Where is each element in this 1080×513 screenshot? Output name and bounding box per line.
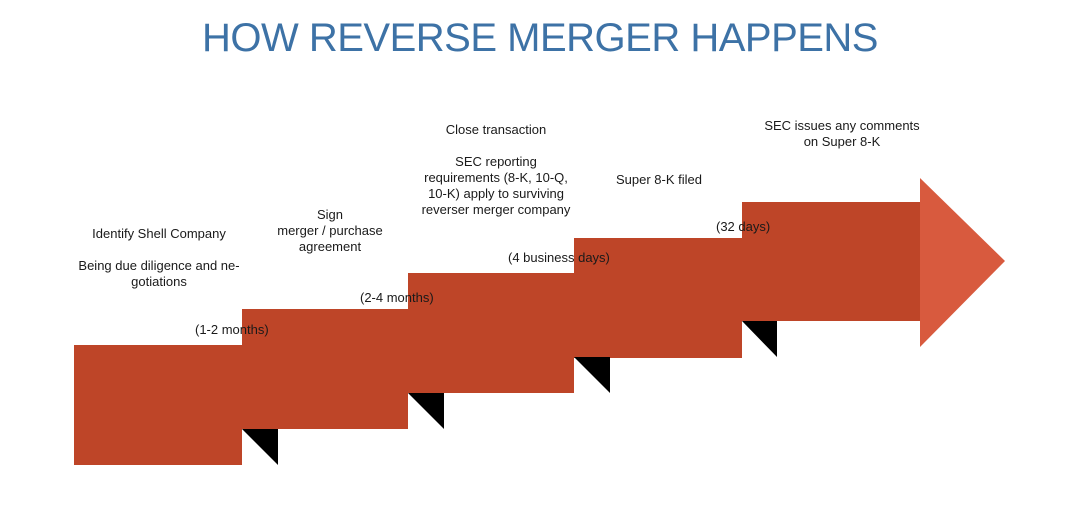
step-2-label: Sign merger / purchase agreement bbox=[277, 207, 383, 254]
step-4-duration: (32 days) bbox=[716, 219, 771, 234]
step-5-block bbox=[742, 202, 920, 321]
step-1-duration: (1-2 months) bbox=[195, 322, 269, 337]
step-4-label: Super 8-K filed bbox=[616, 172, 702, 187]
diagram-title: HOW REVERSE MERGER HAPPENS bbox=[201, 16, 879, 60]
step-3-duration: (4 business days) bbox=[508, 250, 610, 265]
arrow-head bbox=[920, 178, 1005, 347]
step-3-fold bbox=[574, 357, 610, 393]
step-1-block bbox=[74, 345, 242, 465]
step-1-label: Identify Shell Company Being due diligen… bbox=[78, 226, 240, 289]
step-1-fold bbox=[242, 429, 278, 465]
step-5-label: SEC issues any comments on Super 8-K bbox=[764, 118, 920, 149]
step-2-duration: (2-4 months) bbox=[360, 290, 434, 305]
step-3-label: Close transaction SEC reporting requirem… bbox=[421, 122, 571, 217]
step-2-fold bbox=[408, 393, 444, 429]
step-2-block bbox=[242, 309, 408, 429]
step-3-block bbox=[408, 273, 574, 393]
step-4-fold bbox=[742, 321, 777, 357]
step-4-block bbox=[574, 238, 742, 358]
